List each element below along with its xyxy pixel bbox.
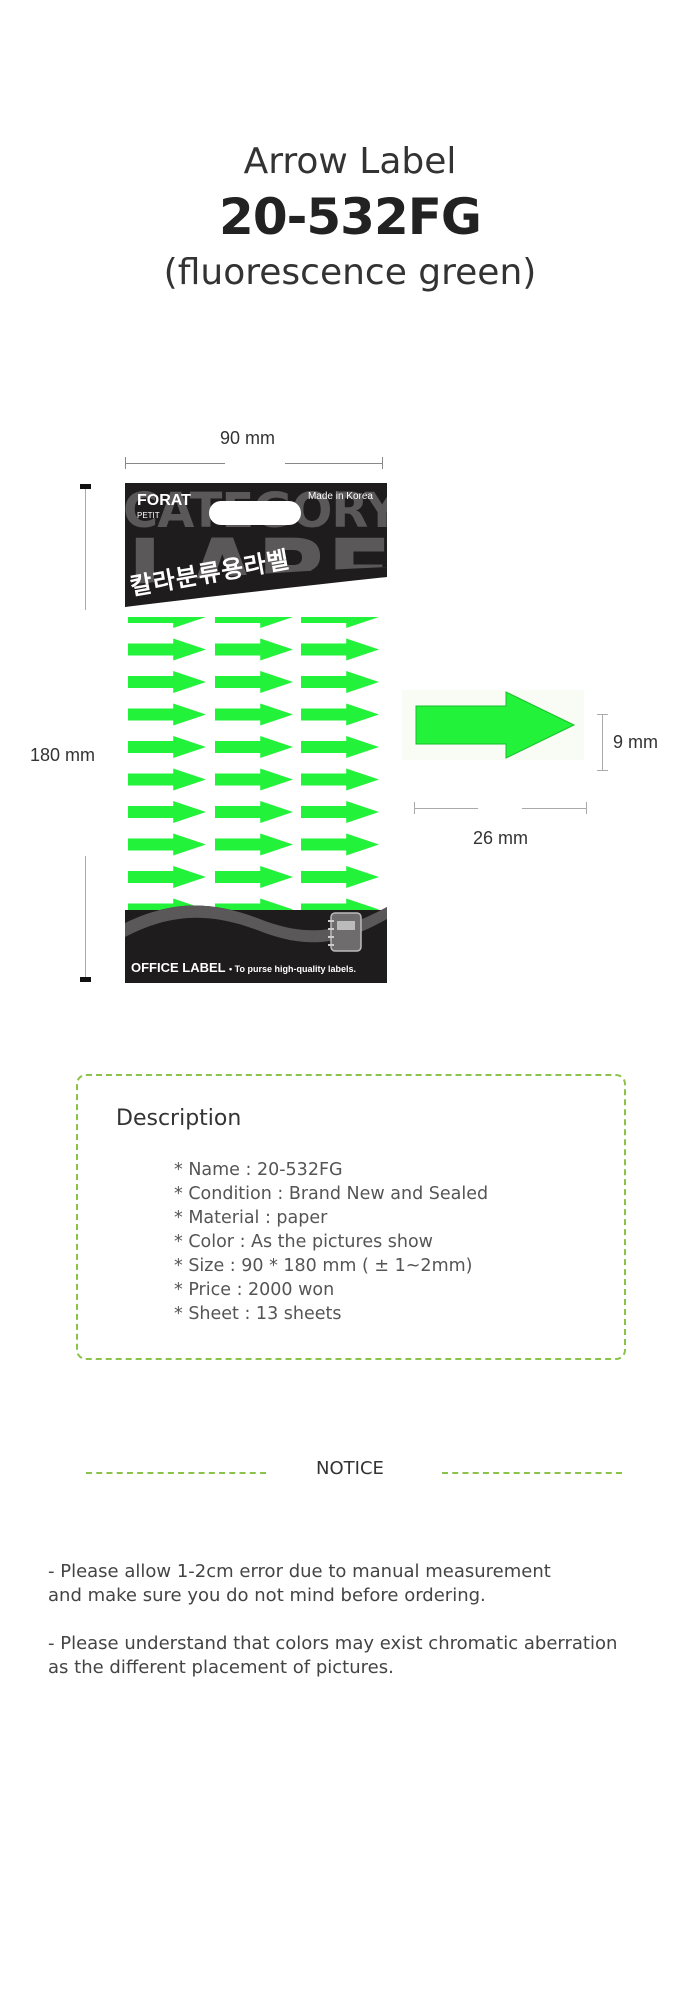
description-list: * Name : 20-532FG * Condition : Brand Ne… bbox=[174, 1158, 488, 1326]
notice-header: NOTICE bbox=[0, 1458, 700, 1488]
variant-name: (fluorescence green) bbox=[163, 252, 537, 293]
arrow-label bbox=[128, 866, 206, 888]
arrow-label bbox=[128, 833, 206, 856]
package-height-label: 180 mm bbox=[30, 745, 96, 765]
package-width-label: 90 mm bbox=[220, 428, 276, 448]
label-sheet-window bbox=[125, 598, 387, 921]
dimension-tick bbox=[80, 977, 91, 982]
arrow-label bbox=[215, 866, 293, 888]
notice-line: and make sure you do not mind before ord… bbox=[48, 1585, 486, 1606]
title-block: Arrow Label 20-532FG (fluorescence green… bbox=[0, 140, 700, 296]
office-label-text: OFFICE LABEL • To purse high-quality lab… bbox=[131, 960, 356, 975]
arrow-label bbox=[128, 638, 206, 661]
label-sheet bbox=[128, 606, 379, 921]
arrow-label bbox=[215, 671, 293, 693]
product-type: Arrow Label bbox=[243, 141, 457, 182]
dimension-line bbox=[85, 486, 86, 610]
arrow-label bbox=[301, 866, 379, 888]
arrow-label bbox=[128, 768, 206, 791]
bottom-label: OFFICE LABEL bbox=[131, 960, 226, 975]
arrow-label-sample bbox=[402, 690, 584, 760]
dimension-tick bbox=[597, 714, 608, 715]
bottom-tagline: • To purse high-quality labels. bbox=[229, 964, 356, 974]
notice-paragraph: - Please allow 1-2cm error due to manual… bbox=[48, 1560, 668, 1608]
dimension-tick bbox=[597, 770, 608, 771]
notice-paragraph: - Please understand that colors may exis… bbox=[48, 1632, 668, 1680]
dimension-tick bbox=[382, 457, 383, 469]
dimension-tick bbox=[414, 802, 415, 814]
notice-line: - Please understand that colors may exis… bbox=[48, 1633, 618, 1654]
brand-logo: FORAT bbox=[137, 492, 191, 509]
notice-title: NOTICE bbox=[316, 1458, 384, 1479]
dimension-line bbox=[285, 463, 382, 464]
arrow-label bbox=[215, 638, 293, 661]
model-code: 20-532FG bbox=[219, 188, 482, 246]
label-package-image: CATEGORY LABEL FORAT PETIT Made in Korea… bbox=[125, 483, 387, 983]
spec-item: * Material : paper bbox=[174, 1208, 328, 1228]
dimension-line bbox=[125, 463, 225, 464]
spec-item: * Sheet : 13 sheets bbox=[174, 1304, 342, 1324]
dimension-line bbox=[414, 808, 478, 809]
arrow-label bbox=[215, 736, 293, 758]
arrow-label bbox=[215, 833, 293, 856]
label-height-label: 9 mm bbox=[613, 732, 658, 752]
dimension-tick bbox=[80, 484, 91, 489]
arrow-label bbox=[301, 768, 379, 791]
label-width-label: 26 mm bbox=[473, 828, 529, 848]
arrow-label bbox=[128, 801, 206, 823]
notice-line: - Please allow 1-2cm error due to manual… bbox=[48, 1561, 551, 1582]
dashed-divider bbox=[86, 1472, 266, 1474]
dimension-line bbox=[602, 714, 603, 770]
description-title: Description bbox=[116, 1106, 242, 1131]
arrow-label bbox=[301, 638, 379, 661]
hang-hole bbox=[209, 501, 301, 525]
dashed-divider bbox=[442, 1472, 622, 1474]
spec-item: * Color : As the pictures show bbox=[174, 1232, 433, 1252]
made-in-text: Made in Korea bbox=[307, 491, 373, 502]
arrow-label bbox=[301, 736, 379, 758]
arrow-label bbox=[301, 801, 379, 823]
arrow-label bbox=[301, 703, 379, 726]
dimension-line bbox=[85, 856, 86, 980]
title-band bbox=[125, 567, 387, 617]
dimension-line bbox=[522, 808, 586, 809]
arrow-label bbox=[301, 671, 379, 693]
description-box: Description * Name : 20-532FG * Conditio… bbox=[76, 1074, 626, 1360]
arrow-label bbox=[128, 703, 206, 726]
arrow-label bbox=[215, 703, 293, 726]
dimension-tick bbox=[586, 802, 587, 814]
brand-sub: PETIT bbox=[137, 511, 160, 520]
arrow-label bbox=[215, 768, 293, 791]
spec-item: * Condition : Brand New and Sealed bbox=[174, 1184, 489, 1204]
spec-item: * Price : 2000 won bbox=[174, 1280, 335, 1300]
bottom-wave bbox=[125, 905, 387, 983]
spec-item: * Name : 20-532FG bbox=[174, 1160, 343, 1180]
arrow-label bbox=[301, 833, 379, 856]
arrow-label bbox=[128, 671, 206, 693]
arrow-label bbox=[128, 736, 206, 758]
arrow-label bbox=[215, 801, 293, 823]
notice-line: as the different placement of pictures. bbox=[48, 1657, 394, 1678]
dimension-tick bbox=[125, 457, 126, 469]
spec-item: * Size : 90 * 180 mm ( ± 1~2mm) bbox=[174, 1256, 473, 1276]
